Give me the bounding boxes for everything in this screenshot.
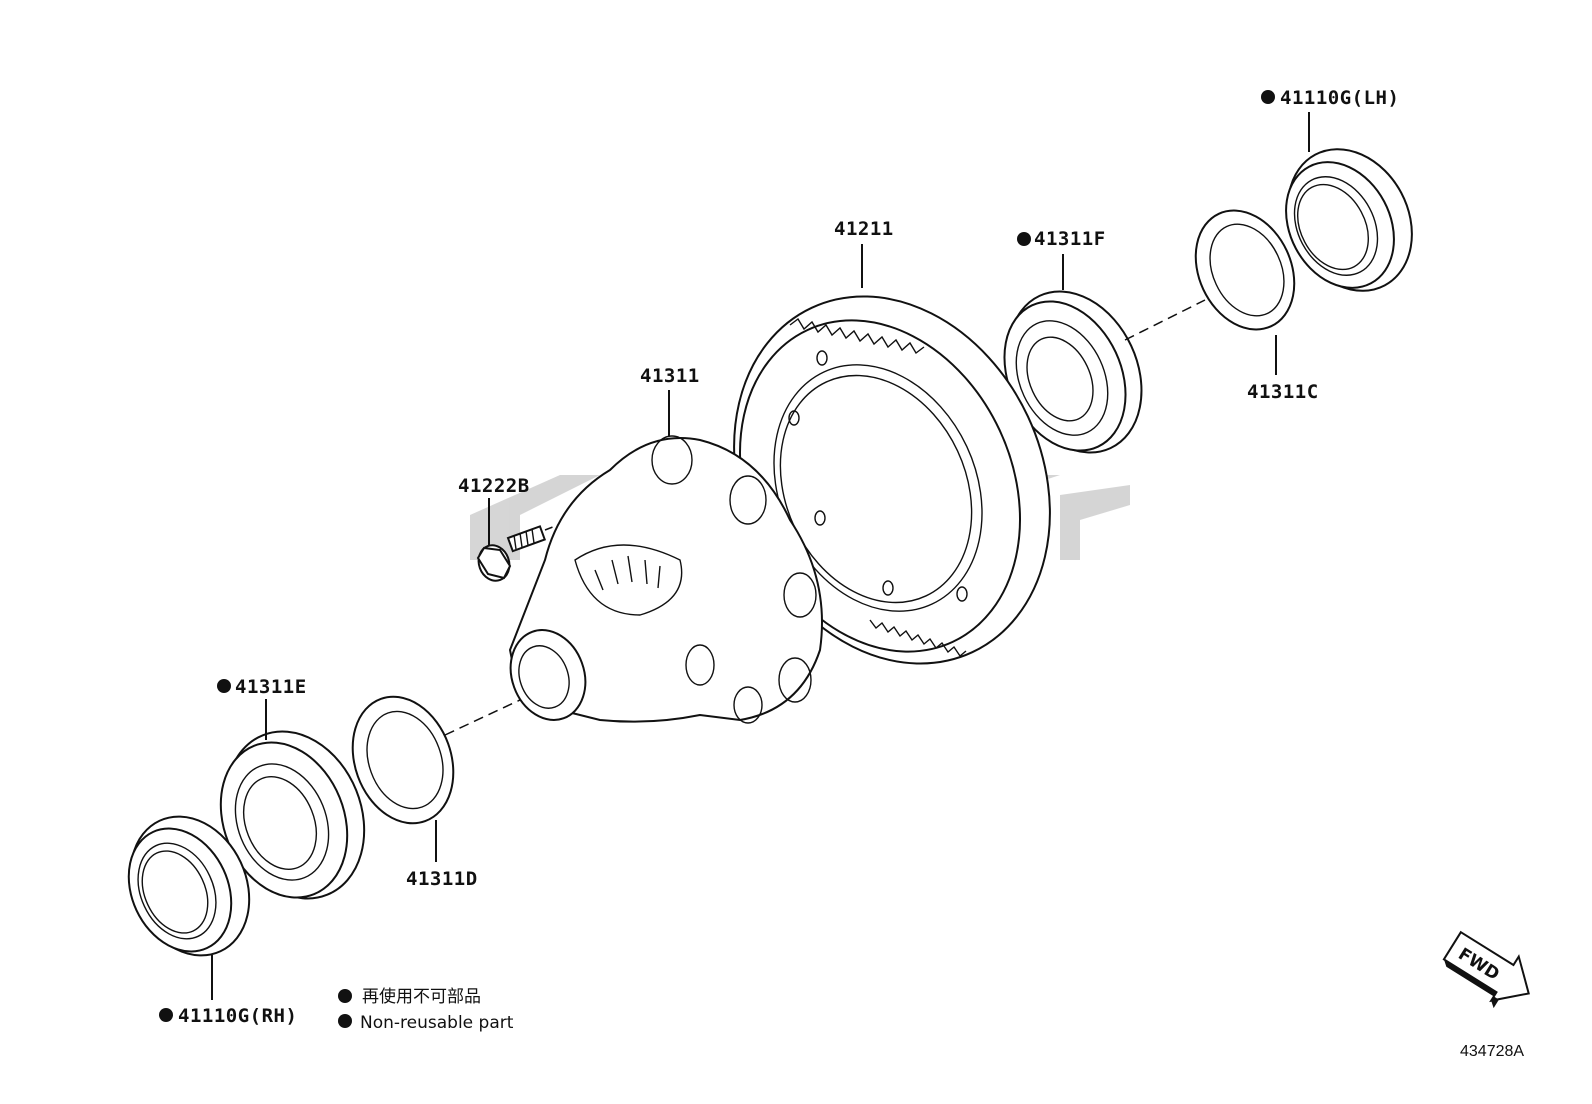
legend-bullet-en — [338, 1014, 352, 1028]
diagram-code: 434728A — [1460, 1043, 1524, 1060]
label-bolt: 41222B — [458, 475, 530, 497]
forward-arrow-icon: FWD — [1442, 930, 1530, 1009]
axis-line-right — [1124, 299, 1206, 341]
thrust-washer-d — [351, 695, 455, 825]
axis-line-left — [444, 699, 521, 736]
label-case: 41311 — [640, 365, 700, 387]
thrust-washer-c — [1194, 209, 1296, 331]
label-ring-gear: 41211 — [834, 218, 894, 240]
bolt-holes — [788, 350, 968, 602]
label-washer-c: 41311C — [1247, 381, 1319, 403]
non-reusable-marker-seal-lh — [1261, 90, 1275, 104]
label-bearing-e: 41311E — [235, 676, 307, 698]
oil-seal-rh — [127, 815, 251, 957]
gear-teeth — [789, 317, 967, 658]
label-seal-lh: 41110G(LH) — [1280, 87, 1399, 109]
bolt — [476, 525, 547, 582]
bearing-e — [219, 730, 366, 900]
label-washer-d: 41311D — [406, 868, 478, 890]
non-reusable-marker-bearing-e — [217, 679, 231, 693]
legend-bullet-jp — [338, 989, 352, 1003]
label-seal-rh: 41110G(RH) — [178, 1005, 297, 1027]
legend: 再使用不可部品 Non-reusable part — [338, 986, 514, 1033]
non-reusable-marker-bearing-f — [1017, 232, 1031, 246]
legend-line-jp: 再使用不可部品 — [362, 986, 481, 1007]
differential-case — [508, 435, 823, 724]
legend-line-en: Non-reusable part — [360, 1013, 514, 1033]
label-bearing-f: 41311F — [1034, 228, 1106, 250]
non-reusable-marker-seal-rh — [159, 1008, 173, 1022]
oil-seal-lh — [1285, 148, 1413, 292]
